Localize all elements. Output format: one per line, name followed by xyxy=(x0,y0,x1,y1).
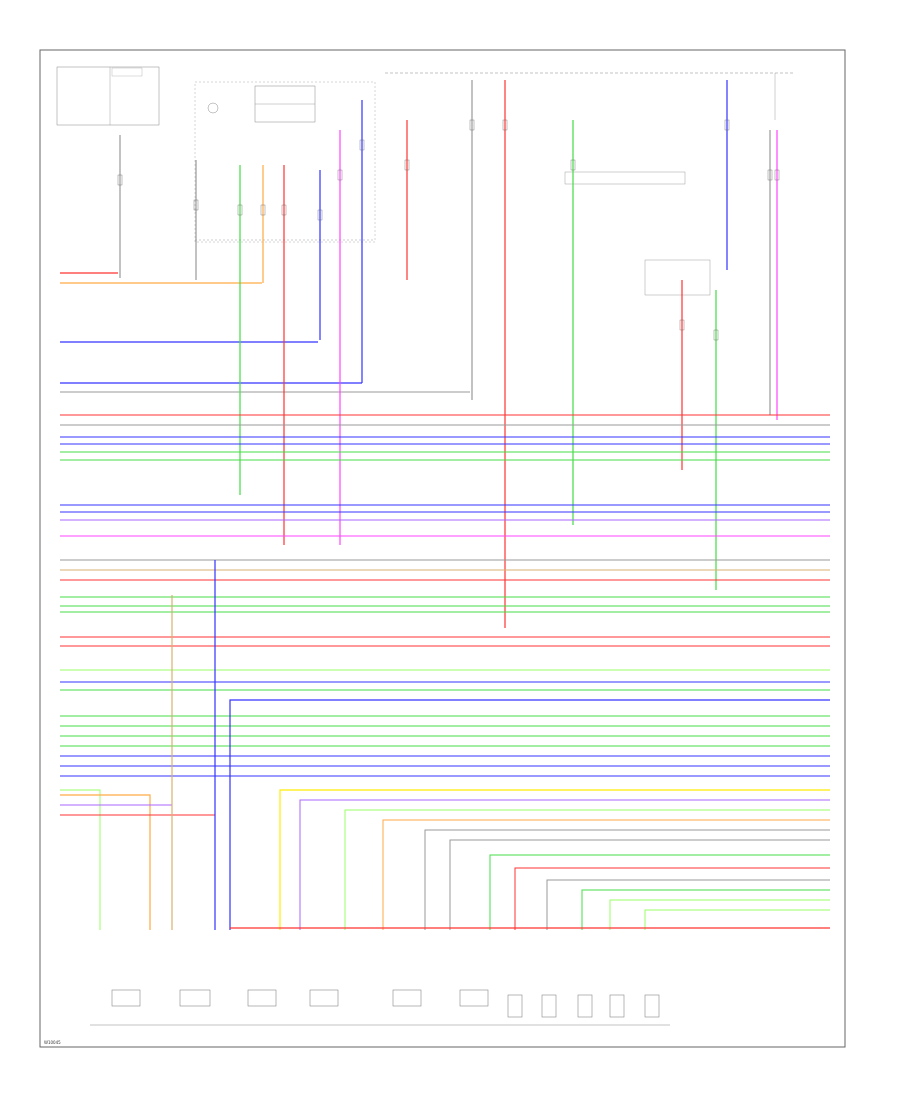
junction-module xyxy=(194,81,376,243)
footer-code: W10045 xyxy=(44,1040,61,1045)
connector-pin xyxy=(767,169,773,181)
connector-pin xyxy=(404,159,410,171)
connector-pin xyxy=(359,139,365,151)
right-relay-module xyxy=(564,73,776,296)
connector-pin xyxy=(317,209,323,221)
bottom-components xyxy=(90,989,670,1026)
connector-pin xyxy=(337,169,343,181)
connector-pin xyxy=(237,204,243,216)
connector-pin xyxy=(281,204,287,216)
left-harness-connectors xyxy=(60,272,470,393)
bottom-branch-wires xyxy=(60,560,830,930)
connector-pin xyxy=(502,119,508,131)
connector-pin xyxy=(713,329,719,341)
top-left-fuse-box xyxy=(56,66,160,126)
connector-pin xyxy=(260,204,266,216)
connector-pin xyxy=(570,159,576,171)
diagram-frame xyxy=(39,49,846,1048)
connector-pin xyxy=(724,119,730,131)
connector-pin xyxy=(679,319,685,331)
connector-pin xyxy=(117,174,123,186)
vertical-wires xyxy=(117,80,780,628)
connector-pin xyxy=(469,119,475,131)
connector-pin xyxy=(774,169,780,181)
horizontal-bus-wires xyxy=(60,414,830,777)
connector-pin xyxy=(193,199,199,211)
